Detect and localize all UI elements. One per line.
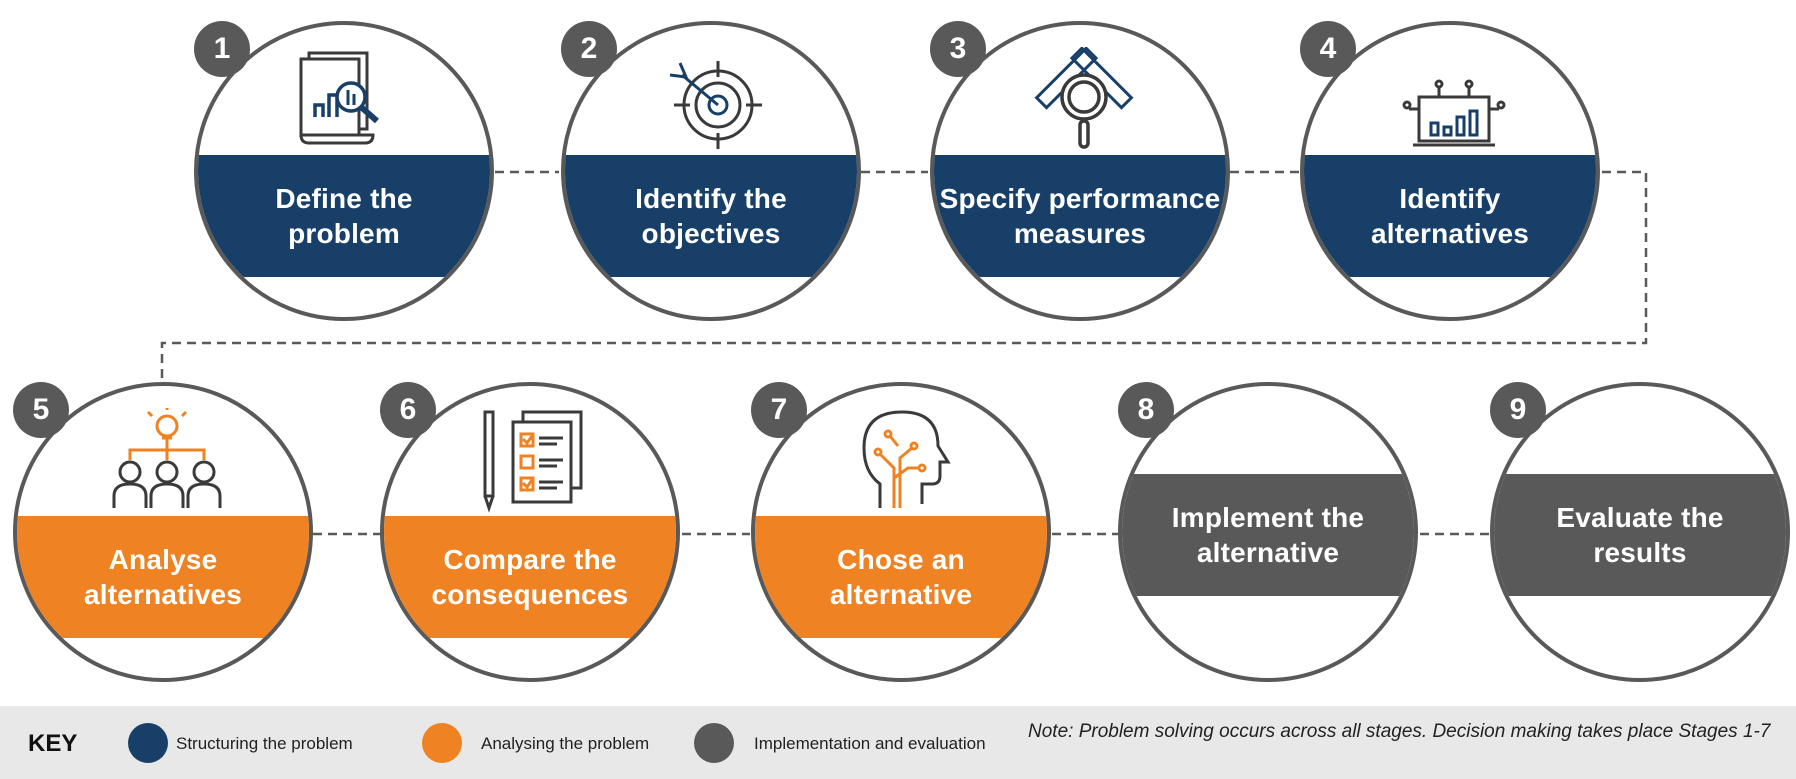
stage-label: Evaluate the results xyxy=(1556,502,1724,568)
stage-number-badge: 6 xyxy=(380,382,436,438)
stage-label-band: Identify the objectives xyxy=(565,155,857,277)
key-legend: KEY Structuring the problem Analysing th… xyxy=(0,706,1796,779)
stage-circle: Implement the alternative xyxy=(1118,382,1418,682)
stage-label-band: Chose an alternative xyxy=(755,516,1047,638)
magnifier-rulers-icon xyxy=(1034,47,1134,149)
report-magnifier-icon xyxy=(299,51,379,145)
key-note: Note: Problem solving occurs across all … xyxy=(1028,721,1771,742)
stage-circle: Specify performance measures xyxy=(930,21,1230,321)
stage-number-badge: 9 xyxy=(1490,382,1546,438)
stage-label: Compare the consequences xyxy=(431,544,629,610)
stage-number-badge: 8 xyxy=(1118,382,1174,438)
stage-circle: Analyse alternatives xyxy=(13,382,313,682)
stage-label: Chose an alternative xyxy=(829,544,973,610)
stage-5: Analyse alternatives 5 xyxy=(13,382,313,682)
stage-6: Compare the consequences 6 xyxy=(380,382,680,682)
structuring-swatch xyxy=(128,723,168,763)
stage-3: Specify performance measures 3 xyxy=(930,21,1230,321)
stage-circle: Chose an alternative xyxy=(751,382,1051,682)
stage-number-badge: 5 xyxy=(13,382,69,438)
stage-circle: Evaluate the results xyxy=(1490,382,1790,682)
stage-number-badge: 2 xyxy=(561,21,617,77)
stage-circle: Compare the consequences xyxy=(380,382,680,682)
stage-label-band: Identify alternatives xyxy=(1304,155,1596,277)
head-circuit-icon xyxy=(862,410,951,508)
stage-circle: Identify alternatives xyxy=(1300,21,1600,321)
stage-label-band: Define the problem xyxy=(198,155,490,277)
dashboard-chart-icon xyxy=(1402,79,1506,147)
stage-label-band: Analyse alternatives xyxy=(17,516,309,638)
implementation-label: Implementation and evaluation xyxy=(754,734,986,753)
structuring-label: Structuring the problem xyxy=(176,734,353,753)
target-arrow-icon xyxy=(669,61,762,149)
implementation-swatch xyxy=(694,723,734,763)
stage-circle: Define the problem xyxy=(194,21,494,321)
stage-label: Identify the objectives xyxy=(635,183,787,249)
stage-2: Identify the objectives 2 xyxy=(561,21,861,321)
checklist-pen-icon xyxy=(483,410,583,513)
stage-1: Define the problem 1 xyxy=(194,21,494,321)
stage-number-badge: 7 xyxy=(751,382,807,438)
stage-label: Implement the alternative xyxy=(1171,502,1365,568)
stage-label-band: Specify performance measures xyxy=(934,155,1226,277)
stage-label-band: Implement the alternative xyxy=(1122,474,1414,596)
stage-9: Evaluate the results 9 xyxy=(1490,382,1790,682)
stage-label: Define the problem xyxy=(275,183,413,249)
stage-circle: Identify the objectives xyxy=(561,21,861,321)
stage-label-band: Compare the consequences xyxy=(384,516,676,638)
stage-label: Analyse alternatives xyxy=(83,544,243,610)
stage-4: Identify alternatives 4 xyxy=(1300,21,1600,321)
stage-label: Specify performance measures xyxy=(939,183,1221,249)
stage-number-badge: 1 xyxy=(194,21,250,77)
analysing-label: Analysing the problem xyxy=(481,734,650,753)
analysing-swatch xyxy=(422,723,462,763)
stage-7: Chose an alternative 7 xyxy=(751,382,1051,682)
stage-8: Implement the alternative 8 xyxy=(1118,382,1418,682)
key-title: KEY xyxy=(28,730,78,757)
stage-number-badge: 3 xyxy=(930,21,986,77)
team-lightbulb-icon xyxy=(112,408,222,508)
stage-label: Identify alternatives xyxy=(1370,183,1530,249)
connector-4-5 xyxy=(160,170,1648,382)
stage-label-band: Evaluate the results xyxy=(1494,474,1786,596)
stage-number-badge: 4 xyxy=(1300,21,1356,77)
